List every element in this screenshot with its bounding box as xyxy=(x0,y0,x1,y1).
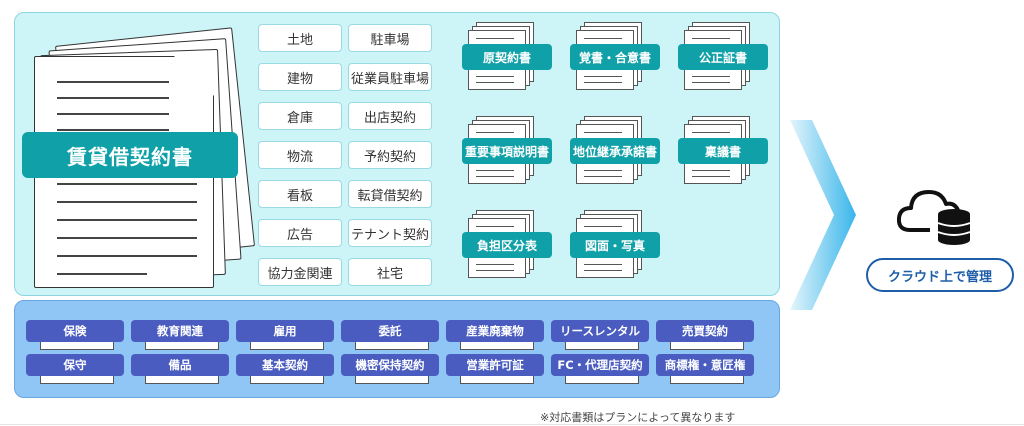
text-line xyxy=(476,132,514,133)
text-line xyxy=(584,82,622,83)
text-line xyxy=(692,76,730,77)
contract-type-item[interactable]: 広告 xyxy=(258,219,342,247)
other-contract-item[interactable]: 教育関連 xyxy=(131,318,229,350)
contract-type-item[interactable]: 物流 xyxy=(258,141,342,169)
other-contract-item[interactable]: リースレンタル xyxy=(551,318,649,350)
text-line xyxy=(692,82,730,83)
other-contract-label: 機密保持契約 xyxy=(341,354,439,376)
contract-type-item[interactable]: 協力金関連 xyxy=(258,258,342,286)
text-line xyxy=(476,270,514,271)
other-contract-label: 保守 xyxy=(26,354,124,376)
contract-type-item[interactable]: 駐車場 xyxy=(348,24,432,52)
contract-type-item[interactable]: 建物 xyxy=(258,63,342,91)
related-document-item[interactable]: 図面・写真 xyxy=(570,210,660,282)
related-document-label: 覚書・合意書 xyxy=(570,44,660,70)
other-contract-item[interactable]: 商標権・意匠権 xyxy=(656,352,754,384)
cloud-database-icon xyxy=(896,190,971,245)
other-contract-item[interactable]: 基本契約 xyxy=(236,352,334,384)
other-contract-label: 基本契約 xyxy=(236,354,334,376)
other-contract-item[interactable]: 保守 xyxy=(26,352,124,384)
text-line xyxy=(584,76,622,77)
related-document-item[interactable]: 稟議書 xyxy=(678,116,768,188)
related-document-item[interactable]: 地位継承承諾書 xyxy=(570,116,660,188)
other-contract-item[interactable]: 保険 xyxy=(26,318,124,350)
other-contract-label: 雇用 xyxy=(236,320,334,342)
related-document-label: 重要事項説明書 xyxy=(462,138,552,164)
text-line xyxy=(476,82,514,83)
related-document-label: 稟議書 xyxy=(678,138,768,164)
arrow-right-icon xyxy=(790,120,856,310)
other-contract-item[interactable]: FC・代理店契約 xyxy=(551,352,649,384)
related-document-label: 図面・写真 xyxy=(570,232,660,258)
text-line xyxy=(584,38,622,39)
contract-type-item[interactable]: テナント契約 xyxy=(348,219,432,247)
other-contract-item[interactable]: 備品 xyxy=(131,352,229,384)
related-document-item[interactable]: 公正証書 xyxy=(678,22,768,94)
other-contract-label: 産業廃棄物 xyxy=(446,320,544,342)
other-contract-label: 営業許可証 xyxy=(446,354,544,376)
plan-note: ※対応書類はプランによって異なります xyxy=(540,411,736,424)
related-document-item[interactable]: 負担区分表 xyxy=(462,210,552,282)
related-document-item[interactable]: 原契約書 xyxy=(462,22,552,94)
other-contract-item[interactable]: 売買契約 xyxy=(656,318,754,350)
text-line xyxy=(584,170,622,171)
main-document-label: 賃貸借契約書 xyxy=(22,132,238,178)
text-line xyxy=(476,264,514,265)
other-contract-item[interactable]: 営業許可証 xyxy=(446,352,544,384)
other-contract-item[interactable]: 委託 xyxy=(341,318,439,350)
text-line xyxy=(584,132,622,133)
text-line xyxy=(584,226,622,227)
related-document-label: 公正証書 xyxy=(678,44,768,70)
text-line xyxy=(692,170,730,171)
other-contract-item[interactable]: 機密保持契約 xyxy=(341,352,439,384)
other-contract-label: リースレンタル xyxy=(551,320,649,342)
related-document-item[interactable]: 重要事項説明書 xyxy=(462,116,552,188)
other-contract-label: 保険 xyxy=(26,320,124,342)
text-line xyxy=(476,170,514,171)
other-contract-label: FC・代理店契約 xyxy=(551,354,649,376)
other-contract-label: 商標権・意匠権 xyxy=(656,354,754,376)
related-document-label: 負担区分表 xyxy=(462,232,552,258)
text-line xyxy=(476,176,514,177)
divider xyxy=(0,424,1024,425)
text-line xyxy=(476,38,514,39)
text-line xyxy=(692,38,730,39)
other-contract-label: 委託 xyxy=(341,320,439,342)
text-line xyxy=(584,270,622,271)
contract-type-item[interactable]: 従業員駐車場 xyxy=(348,63,432,91)
contract-type-item[interactable]: 倉庫 xyxy=(258,102,342,130)
other-contract-label: 教育関連 xyxy=(131,320,229,342)
related-document-label: 原契約書 xyxy=(462,44,552,70)
text-line xyxy=(584,176,622,177)
text-line xyxy=(692,176,730,177)
contract-type-item[interactable]: 土地 xyxy=(258,24,342,52)
other-contract-item[interactable]: 雇用 xyxy=(236,318,334,350)
contract-type-item[interactable]: 看板 xyxy=(258,180,342,208)
contract-type-item[interactable]: 社宅 xyxy=(348,258,432,286)
text-line xyxy=(584,264,622,265)
other-contract-item[interactable]: 産業廃棄物 xyxy=(446,318,544,350)
text-line xyxy=(476,76,514,77)
cloud-management-button[interactable]: クラウド上で管理 xyxy=(866,258,1014,292)
contract-type-item[interactable]: 転貸借契約 xyxy=(348,180,432,208)
related-document-item[interactable]: 覚書・合意書 xyxy=(570,22,660,94)
other-contract-label: 売買契約 xyxy=(656,320,754,342)
other-contract-label: 備品 xyxy=(131,354,229,376)
text-line xyxy=(692,132,730,133)
contract-type-item[interactable]: 出店契約 xyxy=(348,102,432,130)
text-line xyxy=(476,226,514,227)
related-document-label: 地位継承承諾書 xyxy=(570,138,660,164)
contract-type-item[interactable]: 予約契約 xyxy=(348,141,432,169)
